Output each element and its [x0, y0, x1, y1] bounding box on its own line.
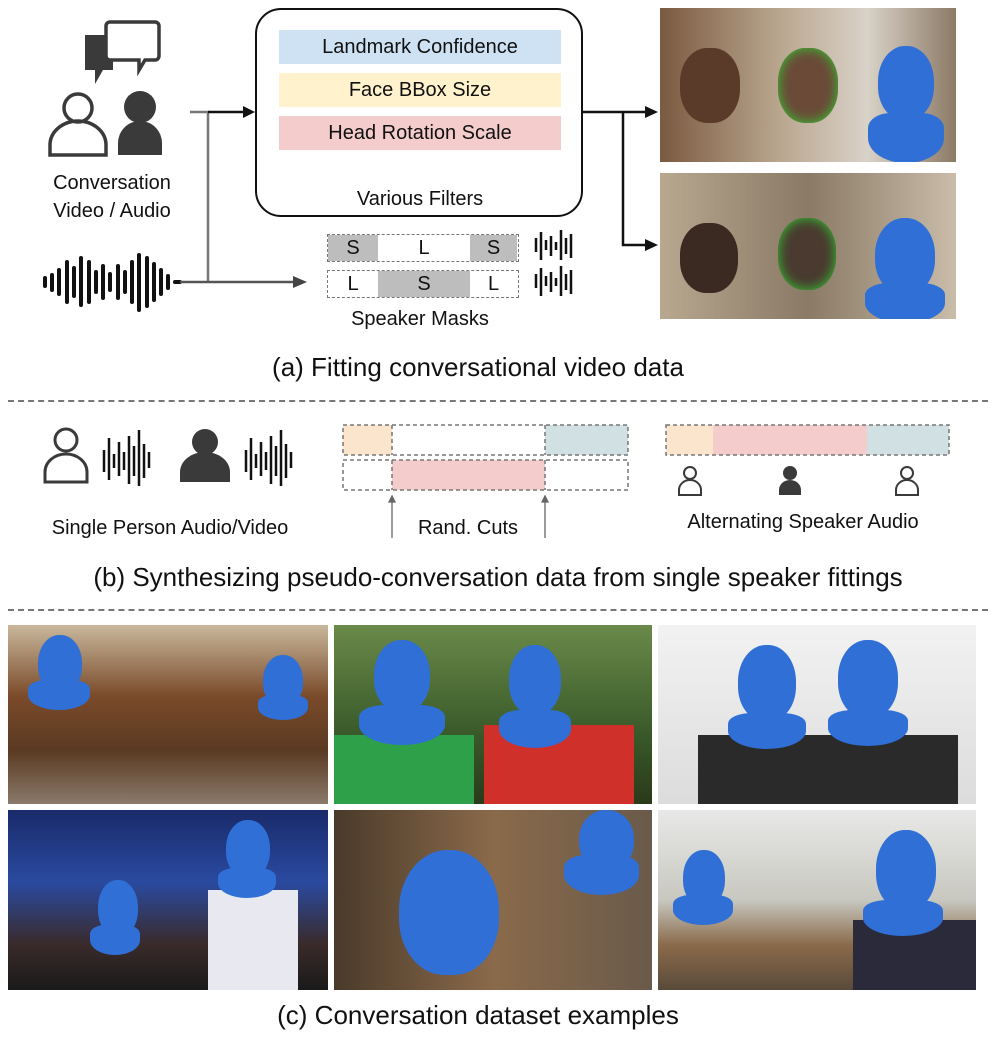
- mask-segment: L: [487, 272, 500, 295]
- speaker-mask-row-1: S L S: [327, 234, 519, 262]
- mask-segment: L: [418, 236, 430, 259]
- mesh-neck: [828, 710, 908, 746]
- mesh-neck: [28, 680, 90, 710]
- mesh-head: [738, 645, 796, 721]
- filter-landmark-confidence: Landmark Confidence: [279, 30, 561, 64]
- mesh-neck: [499, 710, 571, 748]
- waveform-icon: [244, 430, 293, 486]
- mesh-neck: [564, 855, 639, 895]
- mesh-head: [878, 46, 934, 120]
- mesh-neck: [218, 868, 276, 898]
- photo-face: [680, 48, 740, 123]
- section-a-graphics: [43, 20, 658, 312]
- mesh-head: [875, 218, 935, 294]
- single-person-label: Single Person Audio/Video: [51, 517, 289, 539]
- dataset-example-5: [334, 810, 652, 990]
- mesh-neck: [728, 713, 806, 749]
- mesh-head: [838, 640, 898, 718]
- section-divider: [8, 400, 988, 402]
- mesh-head: [374, 640, 430, 712]
- mesh-neck: [868, 113, 944, 162]
- mesh-neck: [863, 900, 943, 936]
- person-outline-icon: [895, 466, 919, 496]
- fitting-example-woman: [660, 8, 956, 162]
- filter-head-rotation-scale: Head Rotation Scale: [279, 116, 561, 150]
- dataset-example-6: [658, 810, 976, 990]
- person-filled-icon: [779, 466, 801, 495]
- mesh-neck: [865, 283, 945, 319]
- mask-waveform-icons: [534, 230, 573, 296]
- random-cut-bars: [342, 424, 629, 491]
- mesh-neck: [359, 705, 445, 745]
- person-filled-icon: [180, 429, 230, 482]
- mesh-head: [876, 830, 936, 910]
- waveform-icon: [43, 253, 182, 312]
- person-outline-icon: [48, 92, 108, 157]
- input-label-conversation: Conversation: [53, 172, 171, 194]
- mask-segment: L: [347, 272, 359, 295]
- mesh-neck: [258, 695, 308, 720]
- person-filled-icon: [118, 91, 162, 155]
- waveform-icon: [102, 430, 151, 486]
- filter-face-bbox-size: Face BBox Size: [279, 73, 561, 107]
- filters-caption: Various Filters: [356, 188, 484, 210]
- person-outline-icon: [43, 427, 89, 484]
- caption-c: (c) Conversation dataset examples: [277, 1000, 679, 1030]
- speech-bubbles-icon: [85, 20, 161, 84]
- mesh-head: [509, 645, 561, 715]
- input-label-video-audio: Video / Audio: [53, 200, 171, 222]
- alternating-label: Alternating Speaker Audio: [687, 511, 919, 533]
- person-outline-icon: [678, 466, 702, 496]
- landmark-face: [778, 218, 836, 290]
- mask-segment: S: [470, 235, 517, 261]
- speaker-mask-row-2: L S L: [327, 270, 519, 298]
- section-b-graphics: [43, 424, 950, 538]
- fitting-example-man: [660, 173, 956, 319]
- photo-face: [680, 223, 738, 293]
- flow-arrows: [180, 106, 658, 288]
- section-divider: [8, 609, 988, 611]
- dataset-example-1: [8, 625, 328, 804]
- mask-segment: S: [328, 235, 378, 261]
- mesh-neck: [90, 925, 140, 955]
- cut-arrows: [387, 494, 550, 538]
- dataset-example-2: [334, 625, 652, 804]
- shirt: [334, 735, 474, 804]
- filters-box: Landmark Confidence Face BBox Size Head …: [255, 8, 583, 217]
- dataset-example-3: [658, 625, 976, 804]
- mesh-neck: [673, 895, 733, 925]
- mask-segment: S: [378, 271, 470, 297]
- masks-caption: Speaker Masks: [351, 308, 489, 330]
- shirt: [208, 890, 298, 990]
- dataset-example-4: [8, 810, 328, 990]
- alternating-bar: [665, 424, 950, 456]
- caption-b: (b) Synthesizing pseudo-conversation dat…: [93, 562, 903, 592]
- landmark-face: [778, 48, 838, 123]
- rand-cuts-label: Rand. Cuts: [417, 517, 519, 539]
- mesh-head: [399, 850, 499, 975]
- caption-a: (a) Fitting conversational video data: [272, 352, 684, 382]
- clothes: [698, 735, 958, 804]
